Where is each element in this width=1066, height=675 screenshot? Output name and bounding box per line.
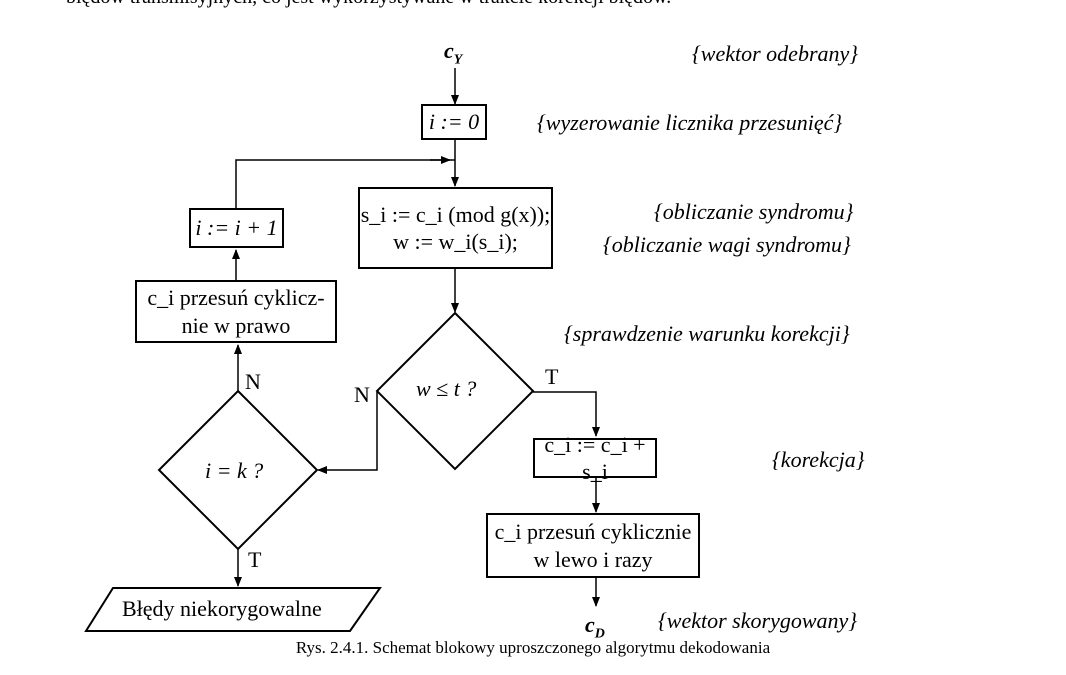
branch-label-counter-false: N: [245, 369, 261, 394]
figure-caption: Rys. 2.4.1. Schemat blokowy uproszczoneg…: [295, 638, 771, 657]
arrow-false-to-counter: [317, 392, 378, 474]
increment-text: i := i + 1: [195, 215, 278, 241]
branch-label-weight-false: N: [354, 382, 370, 407]
branch-label-counter-true: T: [248, 547, 262, 572]
correction-text: c_i := c_i + s_i: [544, 431, 646, 485]
syndrome-line1: s_i := c_i (mod g(x));: [360, 201, 551, 227]
decision-counter-diamond: [157, 389, 319, 551]
shift-left-line1: c_i przesuń cyklicznie: [494, 519, 692, 544]
syndrome-block: s_i := c_i (mod g(x)); w := w_i(s_i);: [358, 187, 553, 269]
syndrome-line2: w := w_i(s_i);: [393, 229, 518, 254]
comment-correction: {korekcja}: [772, 447, 865, 472]
arrow-true-to-correction: [533, 391, 600, 437]
correction-block: c_i := c_i + s_i: [533, 432, 657, 484]
shift-left-line2: w lewo i razy: [533, 546, 653, 572]
branch-label-weight-true: T: [545, 364, 559, 389]
comment-check: {sprawdzenie warunku korekcji}: [564, 321, 850, 346]
init-counter-text: i := 0: [428, 109, 480, 135]
decision-weight-text: w ≤ t ?: [416, 376, 477, 401]
errors-parallelogram: [84, 587, 382, 632]
input-vector-label: cY: [444, 38, 463, 68]
decision-weight-diamond: [375, 311, 535, 471]
comment-received: {wektor odebrany}: [692, 41, 859, 66]
shift-left-block: c_i przesuń cyklicznie w lewo i razy: [486, 513, 700, 578]
shift-right-block: c_i przesuń cyklicz- nie w prawo: [135, 280, 337, 343]
comment-weight: {obliczanie wagi syndromu}: [603, 232, 851, 257]
shift-right-line1: c_i przesuń cyklicz-: [147, 285, 325, 310]
errors-text: Błędy niekorygowalne: [122, 596, 322, 621]
comment-reset: {wyzerowanie licznika przesunięć}: [537, 110, 843, 135]
comment-corrected: {wektor skorygowany}: [658, 608, 858, 633]
comment-syndrome: {obliczanie syndromu}: [654, 199, 854, 224]
shift-right-line2: nie w prawo: [181, 312, 291, 338]
init-counter-block: i := 0: [421, 104, 487, 140]
output-vector-label: cD: [585, 612, 605, 642]
increment-block: i := i + 1: [189, 208, 284, 248]
decision-counter-text: i = k ?: [205, 458, 264, 483]
arrow-loop-back: [235, 159, 455, 208]
preceding-text-line: błędów transmisyjnych, co jest wykorzyst…: [66, 0, 671, 9]
